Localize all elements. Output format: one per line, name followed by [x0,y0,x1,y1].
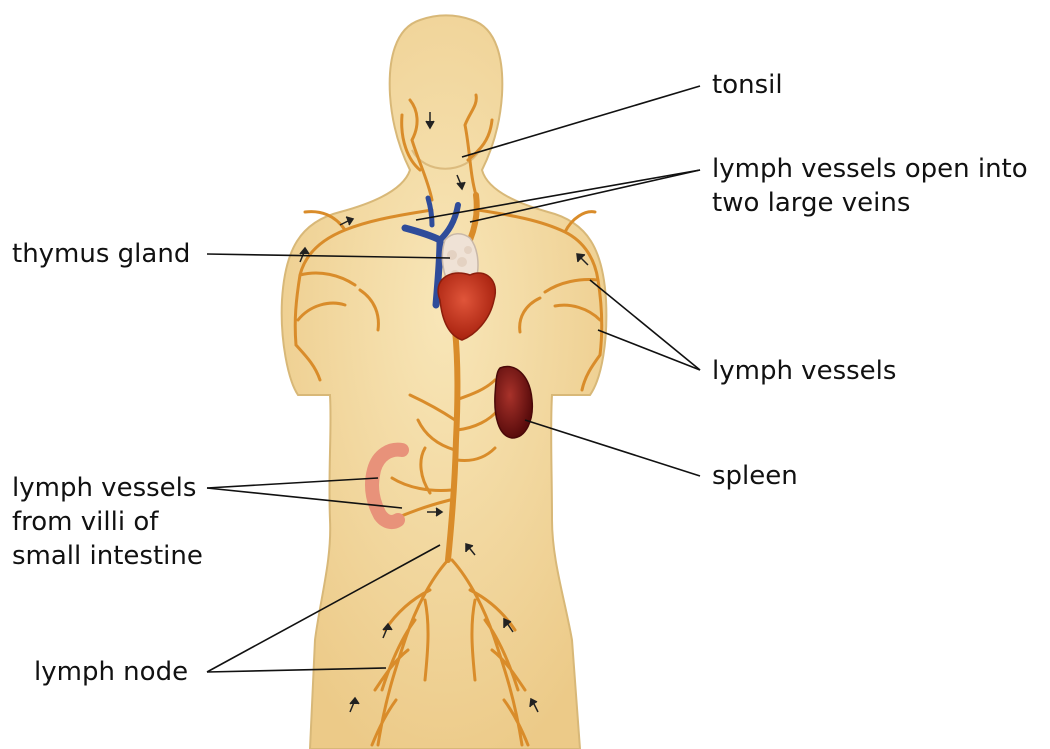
leader-lymph-vessels-1 [589,279,701,371]
body-silhouette [280,14,608,749]
leader-node-2 [206,667,387,673]
leader-tonsil [461,85,701,158]
label-villi-line2: from villi of [12,507,159,537]
leader-villi-2 [206,487,403,509]
spleen [494,365,534,439]
label-lymph-vessels-villi: lymph vessels from villi of small intest… [12,471,203,573]
label-lymph-node-text: lymph node [34,657,189,687]
label-spleen: spleen [712,459,798,493]
label-lymph-vessels: lymph vessels [712,354,896,388]
label-villi-line3: small intestine [12,541,203,571]
label-tonsil: tonsil [712,68,783,102]
heart [437,272,497,341]
label-lymph-node: lymph node [34,655,188,689]
label-lymph-vessels-open-line2: two large veins [712,188,911,218]
leader-lymph-open-1 [415,169,701,221]
label-villi-line1: lymph vessels [12,473,197,503]
label-lymph-vessels-open: lymph vessels open into two large veins [712,152,1028,220]
leader-lines [206,85,701,673]
label-tonsil-text: tonsil [712,70,783,100]
label-lymph-vessels-text: lymph vessels [712,356,897,386]
leader-node-1 [206,544,441,673]
leader-thymus [206,253,451,259]
large-veins [401,195,461,309]
leader-lymph-vessels-2 [597,329,701,371]
leader-lymph-open-2 [469,169,701,223]
small-intestine [365,442,409,530]
flow-arrows [299,112,589,713]
leader-spleen [524,419,701,477]
leader-villi-1 [206,477,379,489]
label-thymus-gland: thymus gland [12,237,190,271]
label-spleen-text: spleen [712,461,798,491]
label-lymph-vessels-open-line1: lymph vessels open into [712,154,1028,184]
label-thymus-gland-text: thymus gland [12,239,191,269]
